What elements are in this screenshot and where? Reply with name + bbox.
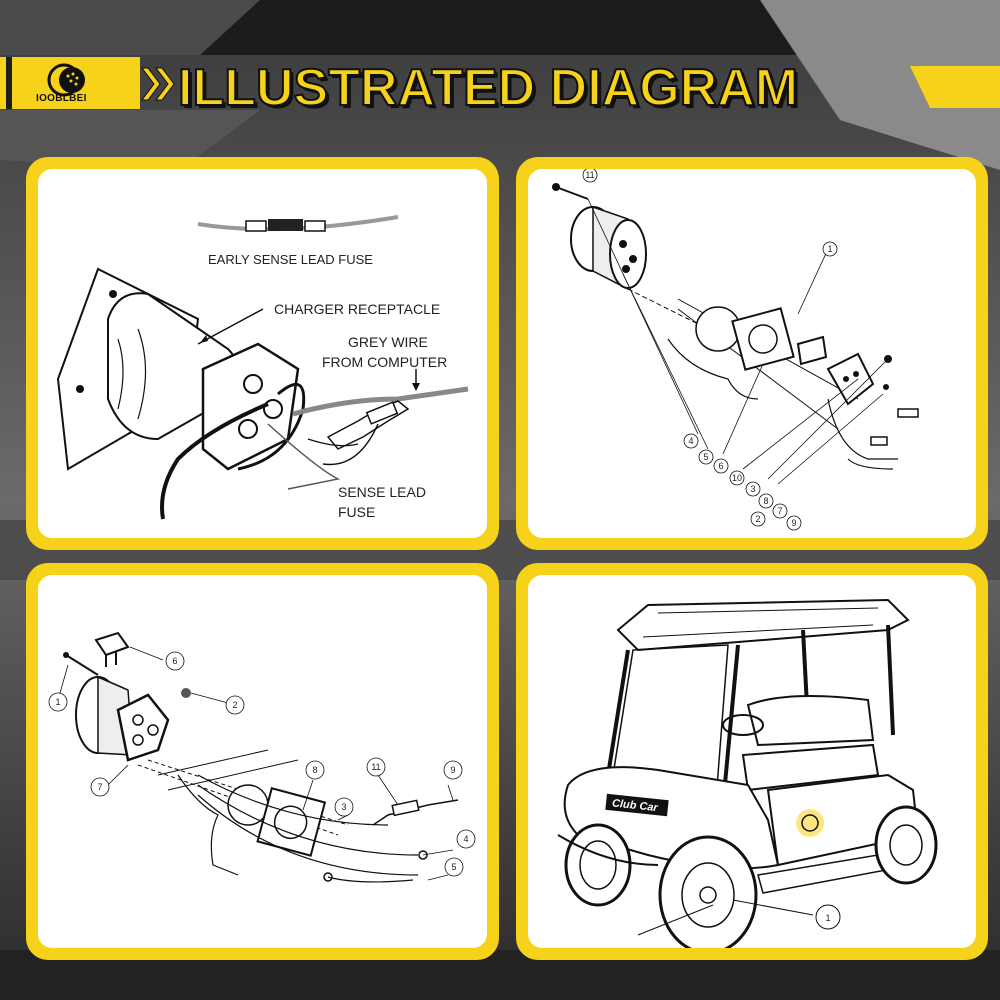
callout-3: 3 <box>334 797 354 817</box>
svg-text:4: 4 <box>463 834 468 844</box>
svg-text:1: 1 <box>55 697 60 707</box>
svg-text:9: 9 <box>791 518 796 528</box>
callout-11: 11 <box>366 757 386 777</box>
panel-exploded-view-2: 6 1 2 7 8 11 9 3 4 5 <box>26 563 499 960</box>
chevron-right-icon <box>141 67 175 101</box>
svg-text:7: 7 <box>97 782 102 792</box>
callout-1: 1 <box>815 904 841 930</box>
callout-2: 2 <box>750 511 766 527</box>
svg-text:11: 11 <box>371 762 380 772</box>
callout-3: 3 <box>745 481 761 497</box>
callout-4: 4 <box>456 829 476 849</box>
page-title: ILLUSTRATED DIAGRAM <box>177 58 799 118</box>
callout-4: 4 <box>683 433 699 449</box>
callout-9: 9 <box>443 760 463 780</box>
callout-8: 8 <box>758 493 774 509</box>
sense-fuse-label-line2: FUSE <box>338 504 375 520</box>
exploded-view-diagram-1: 11 1 4 5 6 10 3 8 7 2 9 <box>552 169 919 531</box>
svg-text:3: 3 <box>341 802 346 812</box>
svg-text:11: 11 <box>585 170 594 180</box>
cart-badge: Club Car <box>611 797 659 814</box>
svg-text:7: 7 <box>777 506 782 516</box>
charger-receptacle-label: CHARGER RECEPTACLE <box>274 301 440 317</box>
grey-wire-label-line2: FROM COMPUTER <box>322 354 447 370</box>
svg-text:3: 3 <box>750 484 755 494</box>
svg-text:4: 4 <box>688 436 693 446</box>
callout-11: 11 <box>582 169 598 183</box>
charger-receptacle-diagram: EARLY SENSE LEAD FUSE <box>56 215 469 520</box>
svg-text:8: 8 <box>763 496 768 506</box>
svg-text:9: 9 <box>450 765 455 775</box>
panel-golf-cart: Club Car 1 <box>516 563 988 960</box>
exploded-view-diagram-2: 6 1 2 7 8 11 9 3 4 5 <box>48 631 476 883</box>
svg-text:2: 2 <box>755 514 760 524</box>
panel-charger-receptacle: EARLY SENSE LEAD FUSE <box>26 157 499 550</box>
callout-1: 1 <box>822 241 838 257</box>
accent-banner <box>910 66 1000 108</box>
sense-fuse-label-line1: SENSE LEAD <box>338 484 426 500</box>
callout-10: 10 <box>729 470 745 486</box>
grey-wire-label-line1: GREY WIRE <box>348 334 428 350</box>
callout-5: 5 <box>698 449 714 465</box>
callout-1: 1 <box>48 692 68 712</box>
charger-receptacle-highlight-icon <box>796 809 824 837</box>
brand-name: IOOBLBEI <box>36 93 87 104</box>
svg-text:2: 2 <box>232 700 237 710</box>
svg-text:5: 5 <box>451 862 456 872</box>
svg-text:6: 6 <box>172 656 177 666</box>
svg-text:10: 10 <box>732 473 742 483</box>
callout-8: 8 <box>305 760 325 780</box>
brand-logo-icon <box>47 63 85 97</box>
callout-6: 6 <box>713 458 729 474</box>
svg-text:8: 8 <box>312 765 317 775</box>
early-fuse-label: EARLY SENSE LEAD FUSE <box>208 252 373 267</box>
panel-exploded-view-1: 11 1 4 5 6 10 3 8 7 2 9 <box>516 157 988 550</box>
callout-7: 7 <box>90 777 110 797</box>
callout-9: 9 <box>786 515 802 531</box>
callout-7: 7 <box>772 503 788 519</box>
svg-text:6: 6 <box>718 461 723 471</box>
svg-text:1: 1 <box>825 913 830 923</box>
golf-cart-diagram: Club Car 1 <box>557 598 938 948</box>
sense-lead-fuse-icon <box>326 400 410 450</box>
svg-text:5: 5 <box>703 452 708 462</box>
callout-5: 5 <box>444 857 464 877</box>
early-fuse-icon <box>245 219 326 232</box>
callout-2: 2 <box>225 695 245 715</box>
callout-6: 6 <box>165 651 185 671</box>
svg-text:1: 1 <box>827 244 832 254</box>
